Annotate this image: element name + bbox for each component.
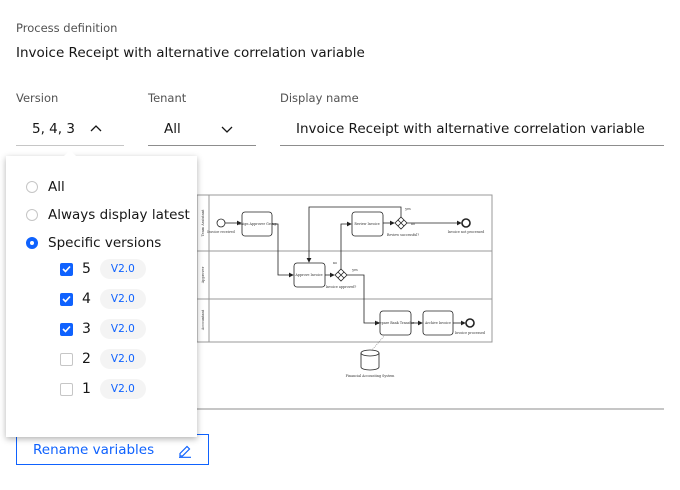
display-name-value: Invoice Receipt with alternative correla… [296,121,645,137]
version-item[interactable]: 1 V2.0 [60,379,146,399]
flow-yes-2: yes [351,268,358,272]
option-latest-label: Always display latest [48,207,190,223]
end-processed [465,318,475,328]
flow-no-2: no [333,261,337,265]
end-not-processed [461,218,471,228]
checkmark-icon [62,265,71,273]
archive-label: Archive Invoice [424,321,451,325]
version-number: 3 [82,321,91,337]
approve-label: Approve Invoice [294,273,322,277]
version-tag: V2.0 [99,319,146,339]
checkmark-icon [62,325,71,333]
prepare-label: Prepare Bank Transfer [376,321,415,325]
tenant-value: All [164,121,181,137]
version-dropdown: All Always display latest Specific versi… [6,156,197,437]
option-all-label: All [48,179,65,195]
dropdown-caret [63,150,77,157]
version-tag: V2.0 [99,289,146,309]
assign-label: Assign Approver Group [236,222,276,226]
version-tag: V2.0 [99,379,146,399]
lane-team-assistant: Team Assistant [201,209,205,236]
version-value: 5, 4, 3 [32,121,75,137]
tenant-select[interactable]: All [148,112,256,146]
display-name-input[interactable]: Invoice Receipt with alternative correla… [280,112,664,146]
option-latest[interactable]: Always display latest [26,207,190,223]
version-number: 4 [82,291,91,307]
tenant-label: Tenant [148,91,187,105]
version-item[interactable]: 5 V2.0 [60,259,146,279]
radio-latest[interactable] [26,209,38,221]
checkmark-icon [62,295,71,303]
display-name-label: Display name [280,91,359,105]
process-definition-value: Invoice Receipt with alternative correla… [16,45,365,61]
rename-variables-label: Rename variables [33,441,155,458]
end-ok-label: Invoice processed [455,331,486,335]
chevron-down-icon [221,126,233,133]
version-item[interactable]: 4 V2.0 [60,289,146,309]
version-tag: V2.0 [99,259,146,279]
option-specific-label: Specific versions [48,235,162,251]
version-number: 1 [82,381,91,397]
datastore [360,353,380,371]
flow-yes-1: yes [404,207,411,211]
lane-approver: Approver [201,266,205,284]
version-checkbox[interactable] [60,292,73,306]
version-tag: V2.0 [99,349,146,369]
start-label: Invoice received [207,230,235,234]
option-specific[interactable]: Specific versions [26,235,161,251]
version-checkbox[interactable] [60,322,73,336]
version-checkbox[interactable] [60,352,73,366]
version-select[interactable]: 5, 4, 3 [16,112,124,146]
process-definition-label: Process definition [16,21,118,35]
rename-variables-button[interactable]: Rename variables [16,434,209,465]
end-not-label: Invoice not processed [448,230,485,234]
version-item[interactable]: 3 V2.0 [60,319,146,339]
edit-icon [179,445,191,458]
version-checkbox[interactable] [60,382,73,396]
datastore-label: Financial Accounting System [346,374,396,378]
flow-no-1: no [411,222,415,226]
review-label: Review Invoice [354,222,379,226]
version-label: Version [16,91,59,105]
option-all[interactable]: All [26,179,65,195]
radio-specific[interactable] [26,237,38,249]
version-item[interactable]: 2 V2.0 [60,349,146,369]
lane-accountant: Accountant [201,309,205,331]
version-checkbox[interactable] [60,262,73,276]
gw2-label: Review successful? [387,233,419,237]
start-event [216,218,226,228]
radio-all[interactable] [26,181,38,193]
version-number: 2 [82,351,91,367]
task-review [351,211,384,237]
chevron-up-icon [90,125,102,132]
version-number: 5 [82,261,91,277]
gw1-label: Invoice approved? [326,285,357,289]
